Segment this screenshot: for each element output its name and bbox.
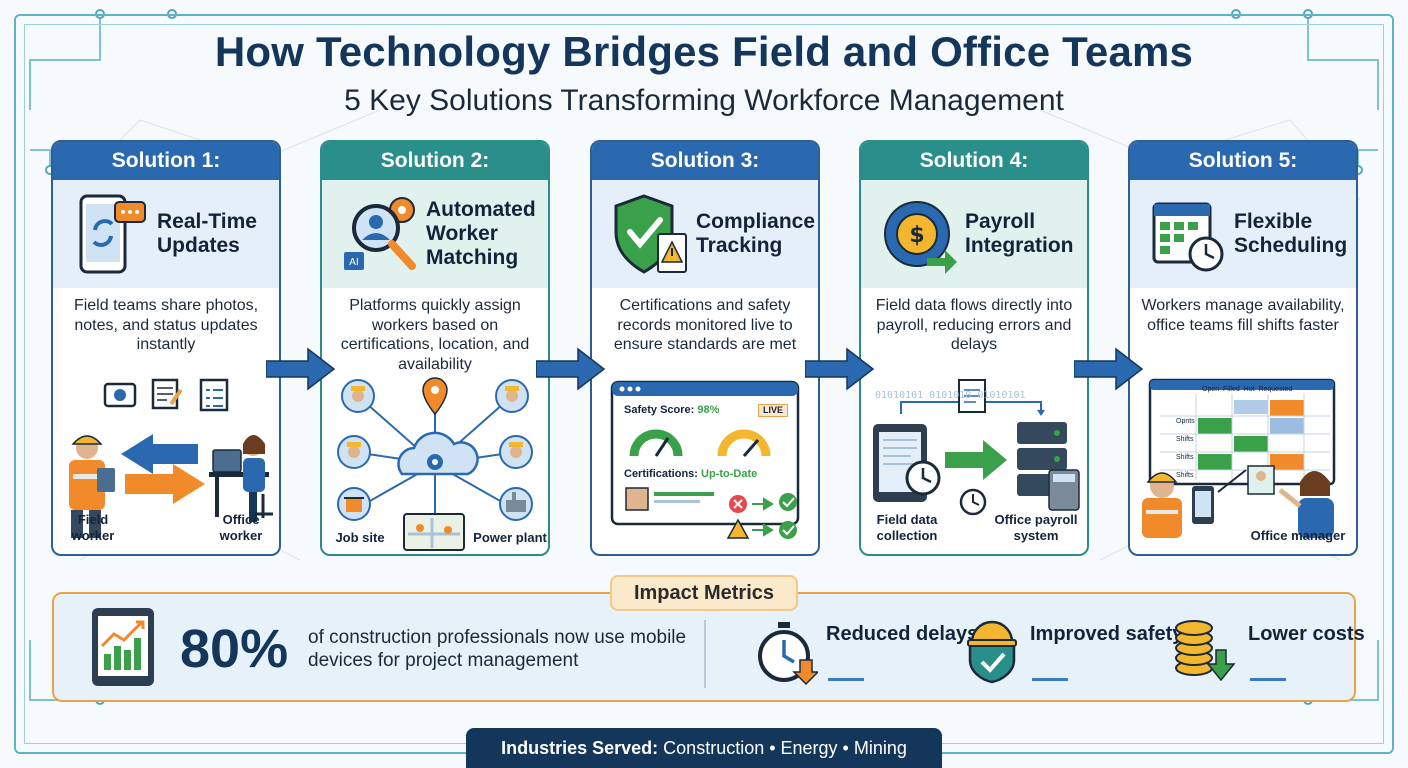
metric-underline — [828, 678, 864, 681]
right-arrow-icon — [125, 464, 205, 504]
worker-figure — [1142, 472, 1182, 538]
impact-metrics-tag: Impact Metrics — [610, 575, 798, 611]
power-plant-label: Power plant — [473, 530, 547, 545]
power-plant-icon — [506, 492, 526, 512]
office-worker-label: Office worker — [219, 512, 263, 543]
flow-arrow-icon — [1074, 347, 1144, 391]
certifications-value: Up-to-Date — [701, 468, 758, 480]
solution-band: Real-Time Updates — [53, 180, 279, 288]
schedule-row-label: Shifts — [1176, 454, 1194, 461]
office-manager-label: Office manager — [1250, 528, 1346, 543]
schedule-row-label: Shifts — [1176, 436, 1194, 443]
office-payroll-label: Office payroll system — [994, 512, 1078, 543]
flow-arrow-icon — [266, 347, 336, 391]
solution-card-3: Solution 3: Compliance Tracking Certific… — [590, 140, 820, 556]
calculator-icon — [1048, 469, 1080, 511]
safety-score-value: 98% — [697, 404, 720, 416]
solution-description: Field data flows directly into payroll, … — [875, 297, 1073, 354]
solution-title: Compliance Tracking — [696, 209, 816, 257]
coins-down-icon — [1175, 620, 1236, 682]
map-icon — [403, 513, 465, 551]
solution-label: Solution 5: — [1130, 142, 1356, 180]
page-subtitle: 5 Key Solutions Transforming Workforce M… — [344, 84, 1064, 117]
office-worker-figure — [209, 435, 273, 522]
solution-title: Automated Worker Matching — [426, 197, 536, 270]
live-badge: LIVE — [758, 404, 789, 417]
solution-card-2: Solution 2: AI Automated Worker Matching… — [320, 140, 550, 556]
cloud-gear-icon — [397, 431, 479, 476]
calendar-clock-icon — [1152, 202, 1224, 272]
field-data-label: Field data collection — [876, 512, 938, 543]
field-worker-label: Field worker — [71, 512, 115, 543]
svg-text:AI: AI — [349, 257, 359, 268]
page-title: How Technology Bridges Field and Office … — [214, 28, 1194, 75]
solution-title: Real-Time Updates — [157, 209, 257, 257]
metric-underline — [1032, 678, 1068, 681]
solution-description: Field teams share photos, notes, and sta… — [73, 297, 259, 354]
magnifier-gear-icon: AI — [344, 197, 416, 270]
stopwatch-down-icon — [758, 622, 818, 686]
solution-card-1: Solution 1: Real-Time Updates Field team… — [51, 140, 281, 556]
solution-band: $ Payroll Integration — [861, 180, 1087, 288]
metric-label: Reduced delays — [826, 623, 979, 645]
industries-footer: Industries Served: Construction • Energy… — [466, 728, 942, 768]
solution-band: Compliance Tracking — [592, 180, 818, 288]
clock-icon — [905, 460, 941, 496]
small-clock-icon — [959, 488, 987, 516]
dollar-gear-icon: $ — [884, 201, 957, 274]
metric-label: Lower costs — [1248, 623, 1365, 645]
left-arrow-icon — [121, 434, 198, 474]
svg-text:$: $ — [909, 223, 924, 248]
job-site-label: Job site — [335, 530, 385, 545]
solution-title: Flexible Scheduling — [1234, 209, 1348, 257]
solution-title: Payroll Integration — [965, 209, 1074, 257]
mobile-usage-stat: 80% — [180, 619, 289, 679]
shield-check-icon — [614, 194, 687, 274]
worker-matching-illustration — [337, 377, 533, 551]
flow-arrow-icon — [945, 440, 1007, 480]
profile-card-icon — [1247, 465, 1275, 495]
solution-band: AI Automated Worker Matching — [322, 180, 548, 288]
field-worker-figure — [69, 435, 115, 538]
compliance-dashboard — [610, 380, 800, 539]
metric-underline — [1250, 678, 1286, 681]
schedule-row-label: Shifts — [1176, 472, 1194, 479]
binary-stream: 01010101 0101010 01010101 — [875, 390, 1026, 401]
mobile-usage-text: of construction professionals now use mo… — [308, 627, 687, 671]
solution-card-5: Solution 5: Flexible Scheduling Workers … — [1128, 140, 1358, 556]
solution-card-4: Solution 4: $ Payroll Integration Field … — [859, 140, 1089, 556]
flow-arrow-icon — [536, 347, 606, 391]
field-office-illustration — [69, 378, 273, 538]
footer-text: Construction • Energy • Mining — [663, 738, 907, 758]
schedule-legend: Open Filled Hot Requested — [1202, 386, 1293, 393]
safety-score-label: Safety Score: 98% — [624, 404, 720, 416]
footer-prefix: Industries Served: — [501, 738, 659, 758]
schedule-row-label: Opnts — [1176, 418, 1195, 425]
schedule-board-illustration — [1142, 378, 1336, 538]
solution-band: Flexible Scheduling — [1130, 180, 1356, 288]
solution-label: Solution 2: — [322, 142, 548, 180]
payroll-flow-illustration — [873, 379, 1080, 516]
hardhat-shield-icon — [967, 620, 1017, 684]
metrics-divider — [704, 620, 706, 688]
solution-description: Platforms quickly assign workers based o… — [340, 297, 530, 373]
certifications-label: Certifications: Up-to-Date — [624, 468, 758, 480]
solution-label: Solution 3: — [592, 142, 818, 180]
tablet-chart-icon — [92, 608, 154, 686]
solution-description: Certifications and safety records monito… — [613, 297, 797, 354]
solution-label: Solution 1: — [53, 142, 279, 180]
office-manager-figure — [1278, 471, 1334, 538]
phone-sync-icon — [79, 194, 146, 274]
location-pin-icon — [422, 377, 448, 416]
document-icon — [958, 379, 986, 413]
checklist-icon — [199, 378, 229, 412]
flow-arrow-icon — [805, 347, 875, 391]
notepad-icon — [151, 378, 183, 410]
phone-icon — [1192, 486, 1214, 524]
solution-label: Solution 4: — [861, 142, 1087, 180]
camera-icon — [103, 382, 137, 408]
job-site-icon — [344, 497, 364, 512]
metric-label: Improved safety — [1030, 623, 1184, 645]
solution-description: Workers manage availability, office team… — [1141, 297, 1345, 334]
